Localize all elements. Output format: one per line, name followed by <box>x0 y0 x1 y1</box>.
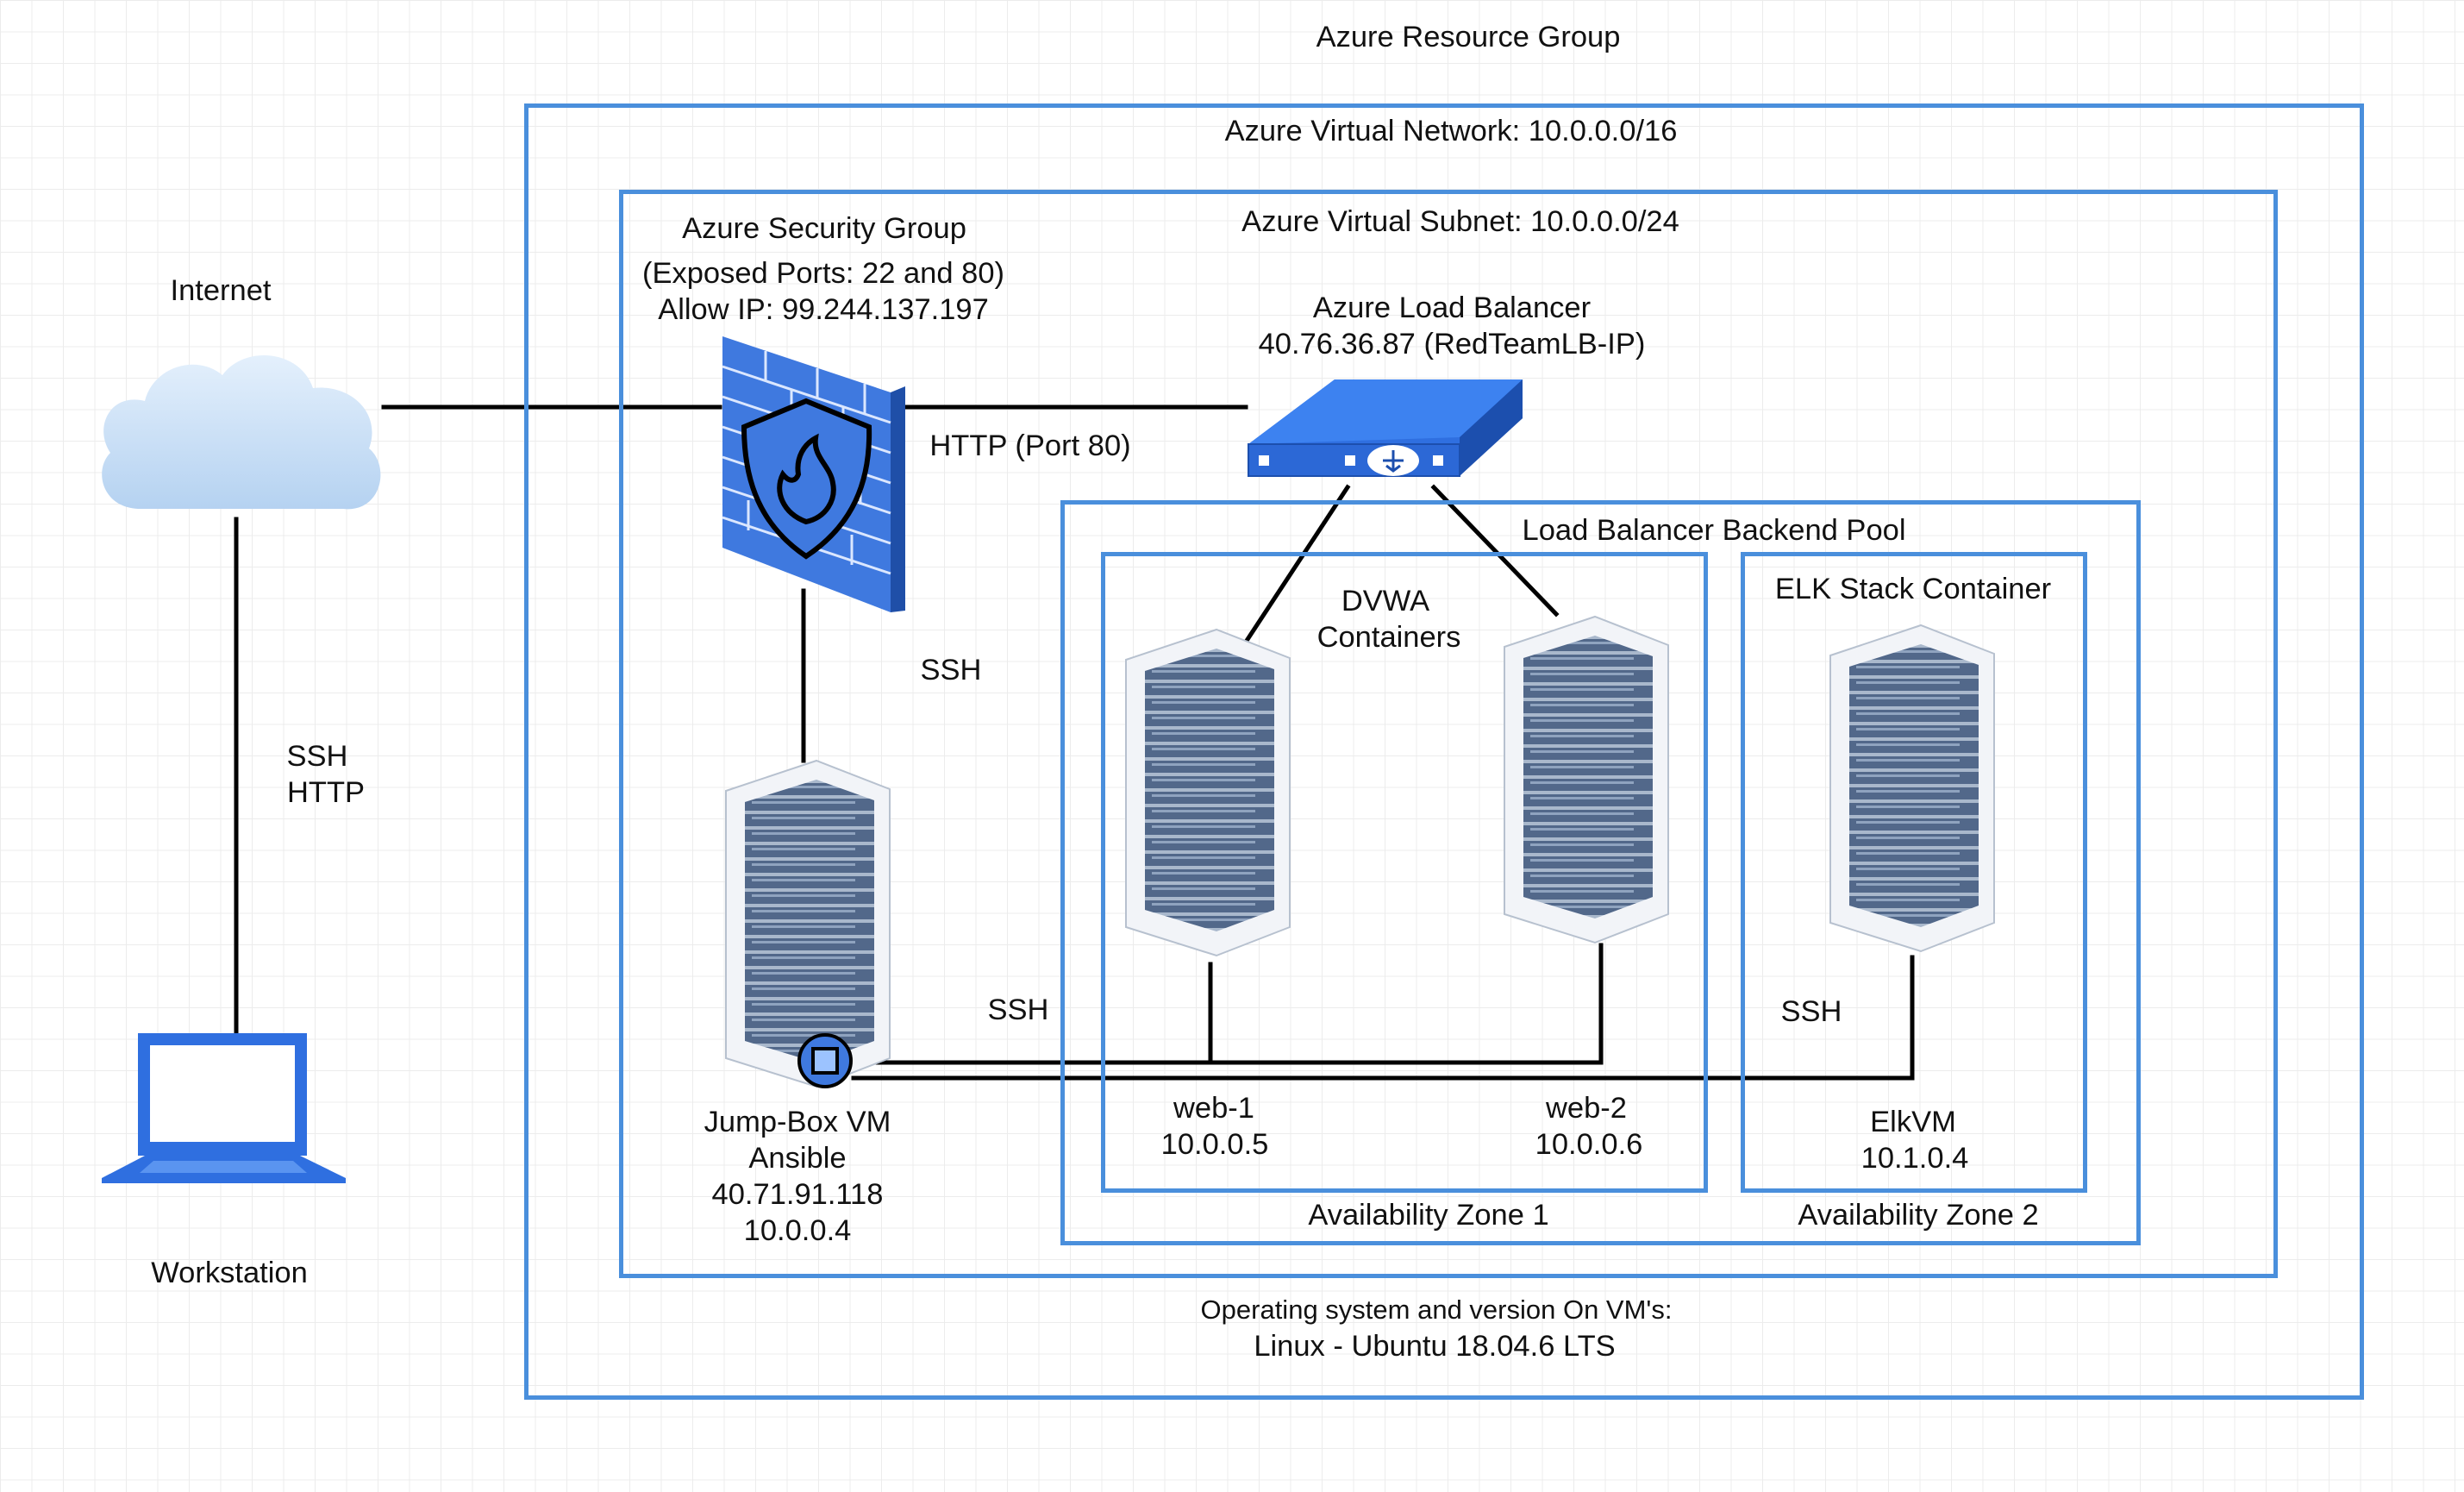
http-port80-label: HTTP (Port 80) <box>929 429 1131 462</box>
vnet-label: Azure Virtual Network: 10.0.0.0/16 <box>1224 115 1678 147</box>
resource-group-title: Azure Resource Group <box>1316 21 1621 53</box>
jumpbox-role: Ansible <box>748 1142 847 1175</box>
dvwa-label-line2: Containers <box>1316 621 1461 654</box>
jumpbox-name: Jump-Box VM <box>704 1106 891 1138</box>
server-rack-icon <box>725 760 891 1088</box>
laptop-icon <box>102 1033 346 1183</box>
os-label-line2: Linux - Ubuntu 18.04.6 LTS <box>1254 1330 1616 1363</box>
ssh-label-firewall: SSH <box>920 654 982 686</box>
vnet-boundary <box>524 103 2364 1400</box>
os-label-line1: Operating system and version On VM's: <box>1200 1295 1673 1325</box>
backend-pool-label: Load Balancer Backend Pool <box>1522 514 1906 547</box>
subnet-boundary <box>619 190 2278 1278</box>
lb-web1-line <box>1236 484 1351 655</box>
web2-ip: 10.0.0.6 <box>1535 1128 1643 1161</box>
firewall-icon <box>722 336 905 612</box>
ssh-label-elk: SSH <box>1780 995 1842 1028</box>
ssh-label-jumpbox: SSH <box>987 994 1049 1026</box>
jumpbox-private-ip: 10.0.0.4 <box>743 1214 852 1247</box>
workstation-label: Workstation <box>151 1257 308 1289</box>
security-group-allow-ip: Allow IP: 99.244.137.197 <box>658 293 989 326</box>
security-group-title: Azure Security Group <box>682 212 966 245</box>
internet-label: Internet <box>170 274 272 307</box>
ssh-label-internet: SSH <box>286 740 348 773</box>
server-rack-icon <box>1504 616 1669 943</box>
zone2-label: Availability Zone 2 <box>1798 1199 2039 1232</box>
zone2-boundary <box>1741 552 2087 1193</box>
backend-pool-boundary <box>1060 500 2141 1245</box>
server-rack-icon <box>1125 629 1291 956</box>
load-balancer-ip: 40.76.36.87 (RedTeamLB-IP) <box>1258 328 1646 360</box>
web2-name: web-2 <box>1546 1092 1627 1125</box>
virtual-machine-badge-icon <box>797 1033 853 1088</box>
zone1-boundary <box>1101 552 1708 1193</box>
load-balancer-icon <box>1248 379 1523 477</box>
lb-web2-line <box>1430 484 1560 617</box>
zone1-label: Availability Zone 1 <box>1308 1199 1549 1232</box>
elkvm-name: ElkVM <box>1870 1106 1956 1138</box>
web1-name: web-1 <box>1173 1092 1254 1125</box>
dvwa-label-line1: DVWA <box>1341 585 1430 617</box>
web1-ip: 10.0.0.5 <box>1160 1128 1269 1161</box>
security-group-ports: (Exposed Ports: 22 and 80) <box>642 257 1004 290</box>
elkvm-ip: 10.1.0.4 <box>1861 1142 1969 1175</box>
http-label-internet: HTTP <box>286 776 366 809</box>
subnet-label: Azure Virtual Subnet: 10.0.0.0/24 <box>1241 205 1679 238</box>
load-balancer-title: Azure Load Balancer <box>1312 292 1592 324</box>
server-rack-icon <box>1829 624 1995 952</box>
elk-container-label: ELK Stack Container <box>1774 573 2052 605</box>
jumpbox-public-ip: 40.71.91.118 <box>711 1178 884 1211</box>
cloud-icon <box>102 355 381 510</box>
